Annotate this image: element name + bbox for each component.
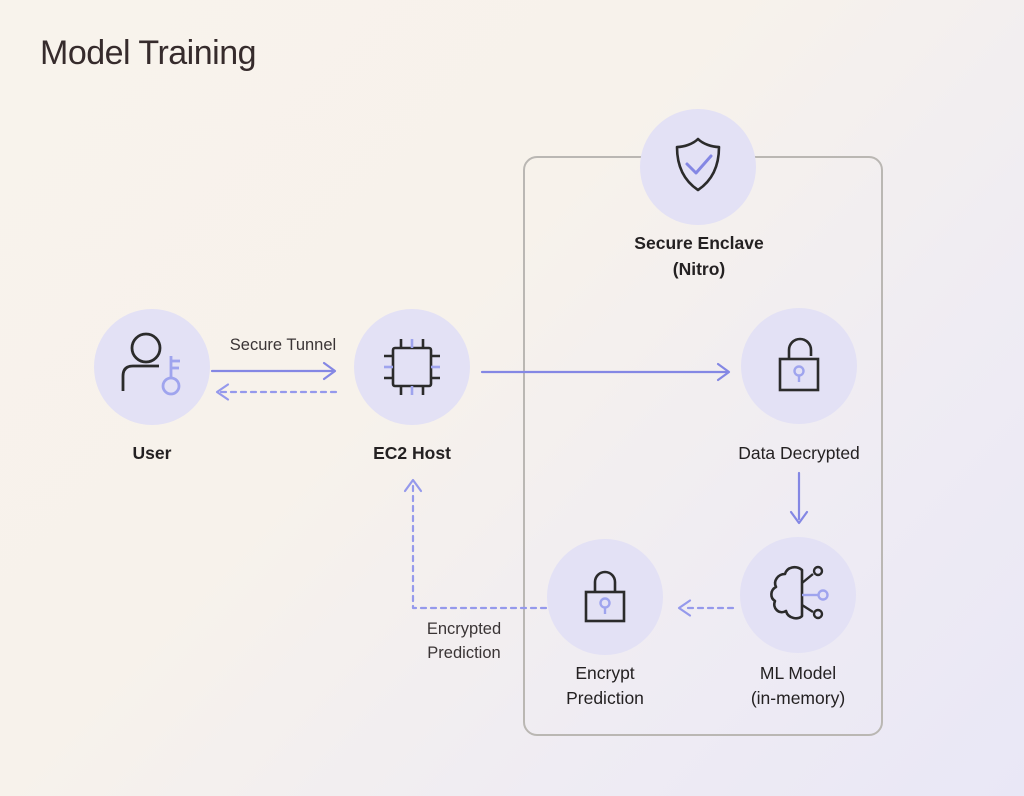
encrypted-prediction-label: Encrypted Prediction [427, 617, 501, 665]
secure-enclave-label-line1: Secure Enclave [634, 233, 764, 253]
edge-tunnel-return-arrow [215, 383, 338, 401]
encrypt-prediction-label-line2: Prediction [566, 688, 644, 708]
ml-model-label: ML Model (in-memory) [751, 661, 845, 711]
encrypt-prediction-circle [547, 539, 663, 655]
ec2-host-label: EC2 Host [373, 443, 451, 463]
lock-closed-icon [584, 570, 626, 623]
user-circle [94, 309, 210, 425]
ml-model-circle [740, 537, 856, 653]
encrypted-prediction-label-line1: Encrypted [426, 620, 502, 638]
lock-open-icon [778, 337, 820, 392]
secure-enclave-label: Secure Enclave (Nitro) [634, 230, 763, 282]
ml-model-label-line2: (in-memory) [750, 688, 846, 708]
page-title: Model Training [40, 34, 257, 72]
user-key-icon [121, 332, 181, 396]
secure-enclave-label-line2: (Nitro) [672, 259, 726, 279]
ec2-host-circle [354, 309, 470, 425]
encrypt-prediction-label: Encrypt Prediction [566, 661, 644, 711]
encrypted-prediction-label-line2: Prediction [427, 644, 501, 662]
edge-secure-tunnel-arrow [210, 361, 337, 381]
secure-enclave-circle [640, 109, 756, 225]
data-decrypted-circle [741, 308, 857, 424]
secure-tunnel-label: Secure Tunnel [229, 336, 337, 354]
chip-icon [384, 339, 440, 395]
ml-model-label-line1: ML Model [759, 663, 837, 683]
brain-network-icon [770, 565, 829, 620]
shield-check-icon [675, 137, 721, 192]
user-label: User [132, 443, 172, 463]
data-decrypted-label: Data Decrypted [738, 443, 860, 463]
encrypt-prediction-label-line1: Encrypt [575, 663, 635, 683]
